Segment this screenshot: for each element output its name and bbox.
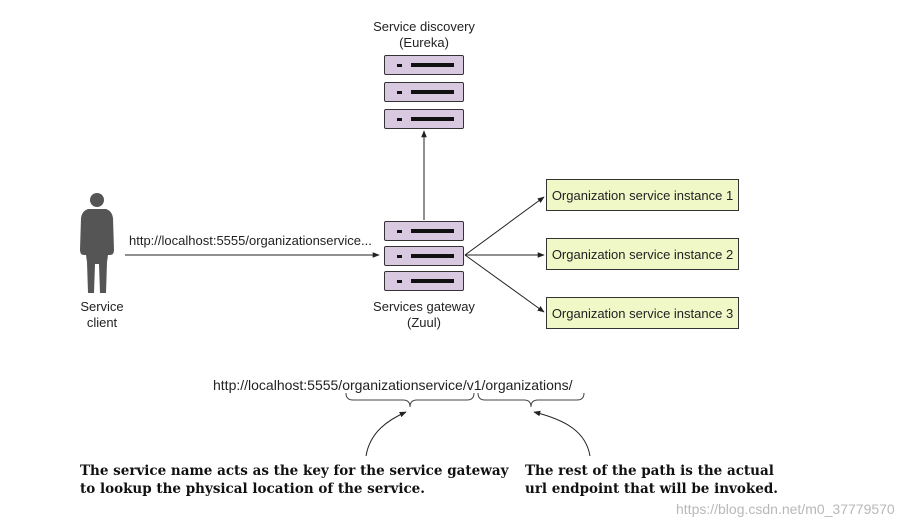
gateway-to-instance-1-arrow — [464, 196, 545, 256]
server-slot-icon — [411, 279, 454, 283]
service-name-note: The service name acts as the key for the… — [80, 462, 508, 498]
watermark-text: https://blog.csdn.net/m0_37779570 — [676, 501, 895, 517]
services-gateway-label: Services gateway (Zuul) — [344, 299, 504, 331]
server-slot-icon — [411, 63, 454, 67]
server-slot-icon — [411, 90, 454, 94]
service-discovery-label: Service discovery (Eureka) — [344, 19, 504, 51]
server-slot-icon — [411, 117, 454, 121]
discovery-server-unit — [384, 109, 464, 129]
left-note-pointer-arrow — [365, 411, 407, 457]
server-led-icon — [397, 255, 402, 258]
server-slot-icon — [411, 229, 454, 233]
discovery-server-unit — [384, 82, 464, 102]
service-client-label: Service client — [62, 299, 142, 331]
person-icon — [80, 193, 114, 293]
service-name-note-line-2: to lookup the physical location of the s… — [80, 481, 425, 497]
services-gateway-title: Services gateway — [373, 299, 475, 314]
service-discovery-stack — [384, 55, 464, 131]
rest-path-note: The rest of the path is the actual url e… — [525, 462, 778, 498]
service-client-subtitle: client — [86, 315, 118, 330]
service-discovery-subtitle: (Eureka) — [399, 35, 449, 50]
gateway-server-unit — [384, 246, 464, 266]
service-discovery-title: Service discovery — [373, 19, 475, 34]
server-led-icon — [397, 64, 402, 67]
full-url-service-part: http://localhost:5555/organizationservic… — [213, 377, 463, 393]
server-slot-icon — [411, 254, 454, 258]
service-name-note-line-1: The service name acts as the key for the… — [80, 463, 509, 479]
right-note-pointer-arrow — [533, 410, 591, 457]
gateway-server-unit — [384, 271, 464, 291]
service-name-brace — [345, 392, 475, 408]
server-led-icon — [397, 91, 402, 94]
services-gateway-stack — [384, 221, 464, 291]
gateway-to-instance-3-arrow — [464, 254, 545, 313]
full-url: http://localhost:5555/organizationservic… — [213, 377, 573, 393]
discovery-server-unit — [384, 55, 464, 75]
full-url-path-part: /v1/organizations/ — [462, 377, 573, 393]
organization-instance-1: Organization service instance 1 — [546, 179, 739, 211]
rest-path-note-line-1: The rest of the path is the actual — [525, 463, 774, 479]
server-led-icon — [397, 280, 402, 283]
request-url-label: http://localhost:5555/organizationservic… — [129, 233, 372, 248]
server-led-icon — [397, 230, 402, 233]
rest-path-note-line-2: url endpoint that will be invoked. — [525, 481, 778, 497]
organization-instance-2: Organization service instance 2 — [546, 238, 739, 270]
gateway-server-unit — [384, 221, 464, 241]
service-client-title: Service — [80, 299, 124, 314]
server-led-icon — [397, 118, 402, 121]
organization-instance-3: Organization service instance 3 — [546, 297, 739, 329]
rest-path-brace — [477, 392, 585, 408]
services-gateway-subtitle: (Zuul) — [407, 315, 441, 330]
